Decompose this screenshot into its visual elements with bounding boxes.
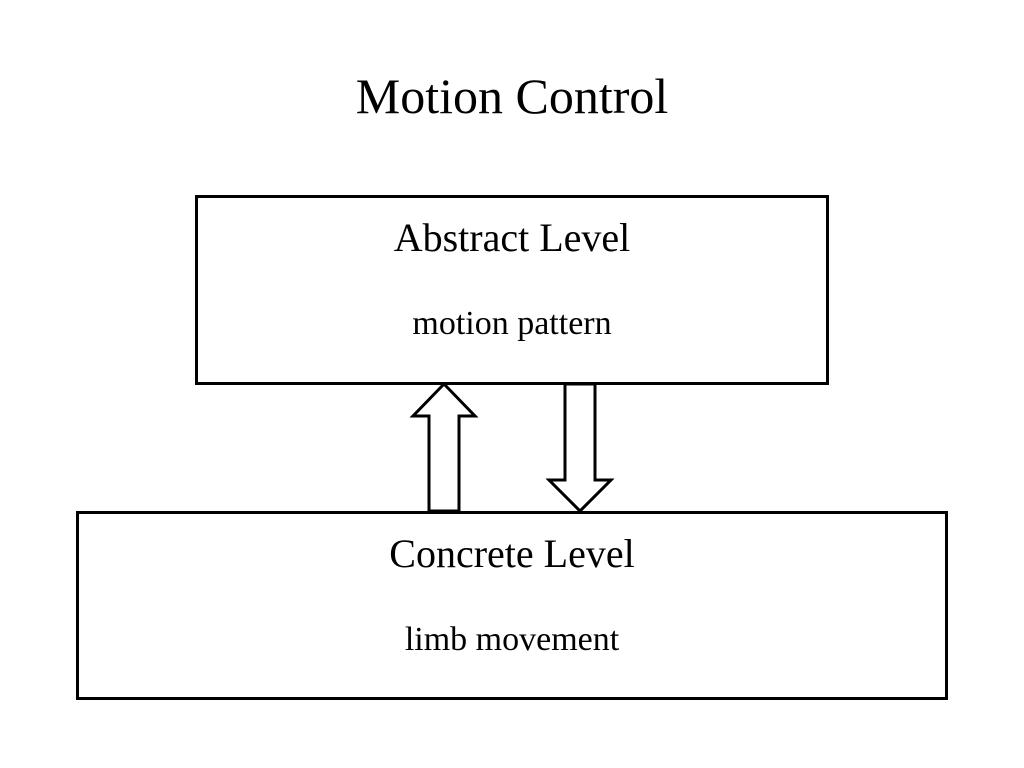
diagram-title: Motion Control <box>355 68 669 124</box>
concrete-level-subheading: limb movement <box>404 621 620 658</box>
abstract-level-subheading: motion pattern <box>412 305 612 342</box>
abstract-level-heading: Abstract Level <box>393 215 631 260</box>
up-arrow <box>409 381 479 513</box>
down-arrow <box>545 382 615 514</box>
abstract-level-box: Abstract Level motion pattern <box>195 195 829 385</box>
concrete-level-heading: Concrete Level <box>389 531 635 576</box>
concrete-level-box: Concrete Level limb movement <box>76 511 948 700</box>
